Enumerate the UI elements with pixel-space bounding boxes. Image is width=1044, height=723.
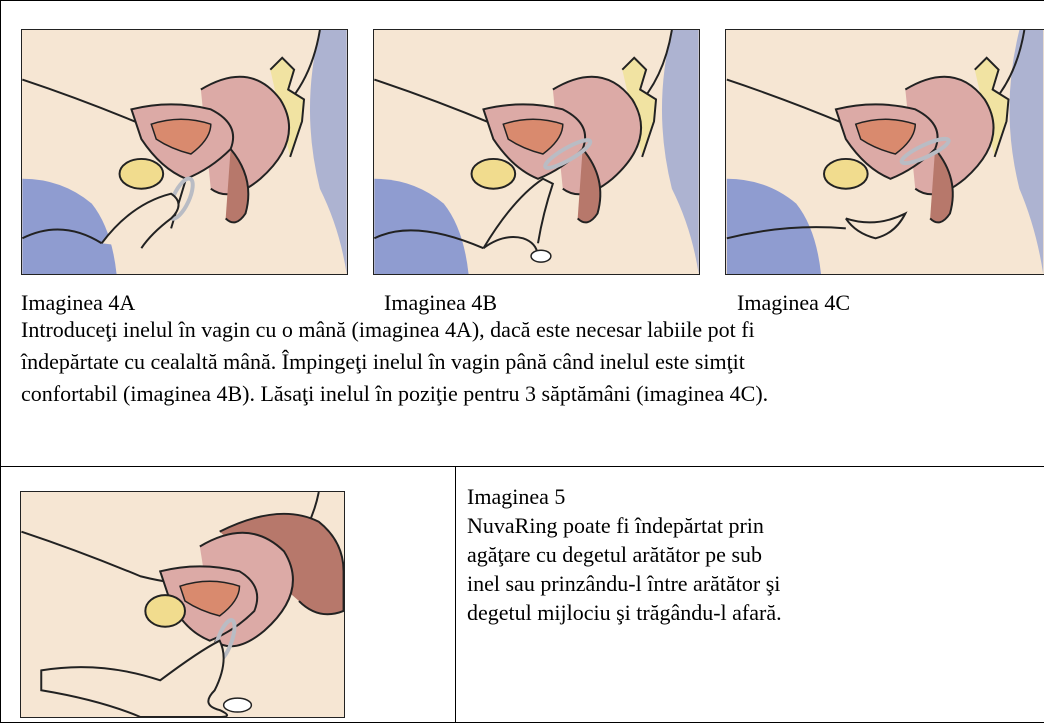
illustration-4a-drawing — [22, 30, 347, 274]
illustration-4b-drawing — [374, 30, 699, 274]
description-line: inel sau prinzându-l între arătător şi — [467, 569, 782, 598]
table-border-left — [0, 0, 1, 723]
table-border-top — [0, 0, 1044, 1]
instruction-line: îndepărtate cu cealaltă mână. Împingeţi … — [21, 346, 1031, 378]
caption-4b: Imaginea 4B — [384, 290, 497, 316]
imaginea-5-caption: Imaginea 5 — [467, 482, 782, 511]
table-column-divider — [455, 466, 456, 723]
instruction-line: confortabil (imaginea 4B). Lăsaţi inelul… — [21, 378, 1031, 410]
caption-4a: Imaginea 4A — [21, 290, 135, 316]
illustration-4a — [21, 29, 348, 275]
description-line: agăţare cu degetul arătător pe sub — [467, 540, 782, 569]
illustration-4c — [725, 29, 1044, 275]
illustration-4b — [373, 29, 700, 275]
table-border-middle — [0, 466, 1044, 467]
illustration-5-drawing — [21, 492, 344, 717]
caption-4c: Imaginea 4C — [737, 290, 850, 316]
illustration-5 — [20, 491, 345, 718]
instruction-line: Introduceţi inelul în vagin cu o mână (i… — [21, 314, 1031, 346]
description-line: NuvaRing poate fi îndepărtat prin — [467, 511, 782, 540]
illustration-4c-drawing — [726, 30, 1044, 274]
description-line: degetul mijlociu şi trăgându-l afară. — [467, 598, 782, 627]
imaginea-5-text: Imaginea 5 NuvaRing poate fi îndepărtat … — [467, 482, 782, 627]
instruction-paragraph: Introduceţi inelul în vagin cu o mână (i… — [21, 314, 1031, 410]
